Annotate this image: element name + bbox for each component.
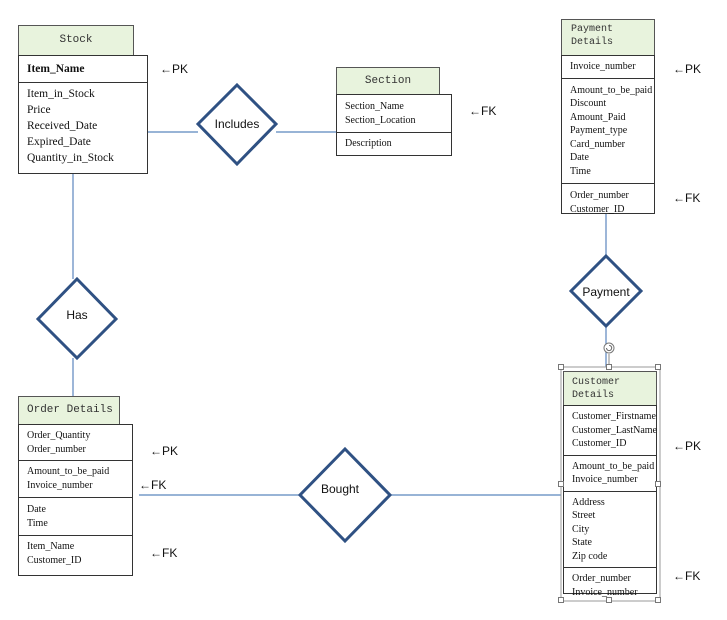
payment-attr: Date	[570, 152, 589, 163]
payment-fk-attr: Customer_ID	[570, 203, 625, 215]
section-fk-label: ←FK	[469, 104, 497, 118]
stock-attr: Quantity_in_Stock	[27, 152, 114, 164]
payment-pk-label: ←PK	[673, 62, 702, 76]
order-title: Order Details	[27, 404, 113, 416]
stock-attr: Expired_Date	[27, 136, 91, 148]
customer-address-attr: Street	[572, 510, 596, 521]
order-header[interactable]: Order Details	[18, 396, 120, 425]
customer-key-attr: Customer_ID	[572, 438, 627, 449]
payment-diamond[interactable]	[568, 253, 644, 329]
stock-entity[interactable]: Item_Name Item_in_Stock Price Received_D…	[18, 55, 148, 174]
customer-fk-label: ←FK	[673, 569, 701, 583]
order-attr: Invoice_number	[27, 479, 93, 491]
payment-attr: Card_number	[570, 138, 625, 150]
payment-attr: Payment_type	[570, 125, 628, 136]
payment-attr: Amount_Paid	[570, 111, 626, 123]
customer-fk-attr: Invoice_number	[572, 586, 638, 598]
customer-entity[interactable]: Customer_Firstname Customer_LastName Cus…	[563, 405, 657, 598]
payment-title-line2: Details	[571, 37, 614, 48]
customer-attr: Amount_to_be_paid	[572, 460, 655, 472]
customer-address-attr: City	[572, 523, 590, 535]
customer-pk-label: ←PK	[673, 439, 702, 453]
payment-attr: Discount	[570, 98, 607, 109]
resize-handle[interactable]	[655, 481, 661, 487]
order-entity[interactable]: Order_Quantity Order_number Amount_to_be…	[18, 424, 133, 576]
resize-handle[interactable]	[655, 364, 661, 370]
has-label: Has	[66, 308, 87, 322]
section-attr: Section_Name	[345, 101, 404, 112]
resize-handle[interactable]	[655, 597, 661, 603]
resize-handle[interactable]	[606, 597, 612, 603]
section-title: Section	[364, 75, 412, 87]
section-attr: Section_Location	[345, 114, 416, 126]
customer-title-line1: Customer	[572, 377, 621, 388]
order-attr: Amount_to_be_paid	[27, 466, 110, 477]
payment-key-attr: Invoice_number	[570, 61, 636, 72]
customer-header[interactable]: Customer Details	[563, 371, 657, 406]
payment-entity[interactable]: Invoice_number Amount_to_be_paid Discoun…	[561, 55, 655, 215]
stock-attr: Price	[27, 104, 51, 116]
stock-attr: Received_Date	[27, 120, 98, 132]
includes-label: Includes	[215, 117, 260, 131]
payment-attr: Amount_to_be_paid	[570, 84, 653, 96]
payment-attr: Time	[570, 165, 591, 177]
stock-key-attr: Item_Name	[27, 63, 85, 75]
section-header[interactable]: Section	[336, 67, 440, 95]
order-pk-label: ←PK	[150, 444, 179, 458]
customer-key-attr: Customer_Firstname	[572, 411, 656, 422]
includes-diamond[interactable]	[195, 82, 279, 167]
order-key-attr: Order_number	[27, 443, 86, 455]
resize-handle[interactable]	[606, 364, 612, 370]
stock-title: Stock	[59, 34, 93, 46]
customer-key-attr: Customer_LastName	[572, 424, 657, 436]
customer-fk-attr: Order_number	[572, 573, 631, 584]
section-attr: Description	[345, 138, 392, 149]
payment-fk-attr: Order_number	[570, 190, 629, 201]
bought-label: Bought	[321, 482, 360, 496]
has-diamond[interactable]	[35, 276, 119, 361]
bought-diamond[interactable]	[297, 446, 393, 544]
order-attr: Date	[27, 504, 46, 515]
order-fk-label: ←FK	[150, 546, 178, 560]
order-fk-attr: Item_Name	[27, 541, 75, 552]
payment-fk-label: ←FK	[673, 191, 701, 205]
customer-address-attr: Zip code	[572, 550, 608, 562]
customer-title-line2: Details	[572, 390, 615, 401]
resize-handle[interactable]	[558, 597, 564, 603]
order-key-attr: Order_Quantity	[27, 430, 91, 441]
order-attr: Time	[27, 517, 48, 529]
rotate-handle-icon[interactable]	[603, 342, 615, 354]
resize-handle[interactable]	[558, 364, 564, 370]
resize-handle[interactable]	[558, 481, 564, 487]
stock-header[interactable]: Stock	[18, 25, 134, 56]
customer-address-attr: Address	[572, 496, 605, 508]
section-entity[interactable]: Section_Name Section_Location Descriptio…	[336, 94, 452, 156]
customer-attr: Invoice_number	[572, 474, 638, 485]
customer-address-attr: State	[572, 537, 592, 548]
stock-attr: Item_in_Stock	[27, 88, 95, 100]
payment-label: Payment	[582, 285, 630, 299]
payment-header[interactable]: Payment Details	[561, 19, 655, 56]
order-mid-fk-label: ←FK	[139, 478, 167, 492]
stock-pk-label: ←PK	[160, 62, 189, 76]
order-fk-attr: Customer_ID	[27, 554, 82, 566]
payment-title-line1: Payment	[571, 24, 614, 35]
